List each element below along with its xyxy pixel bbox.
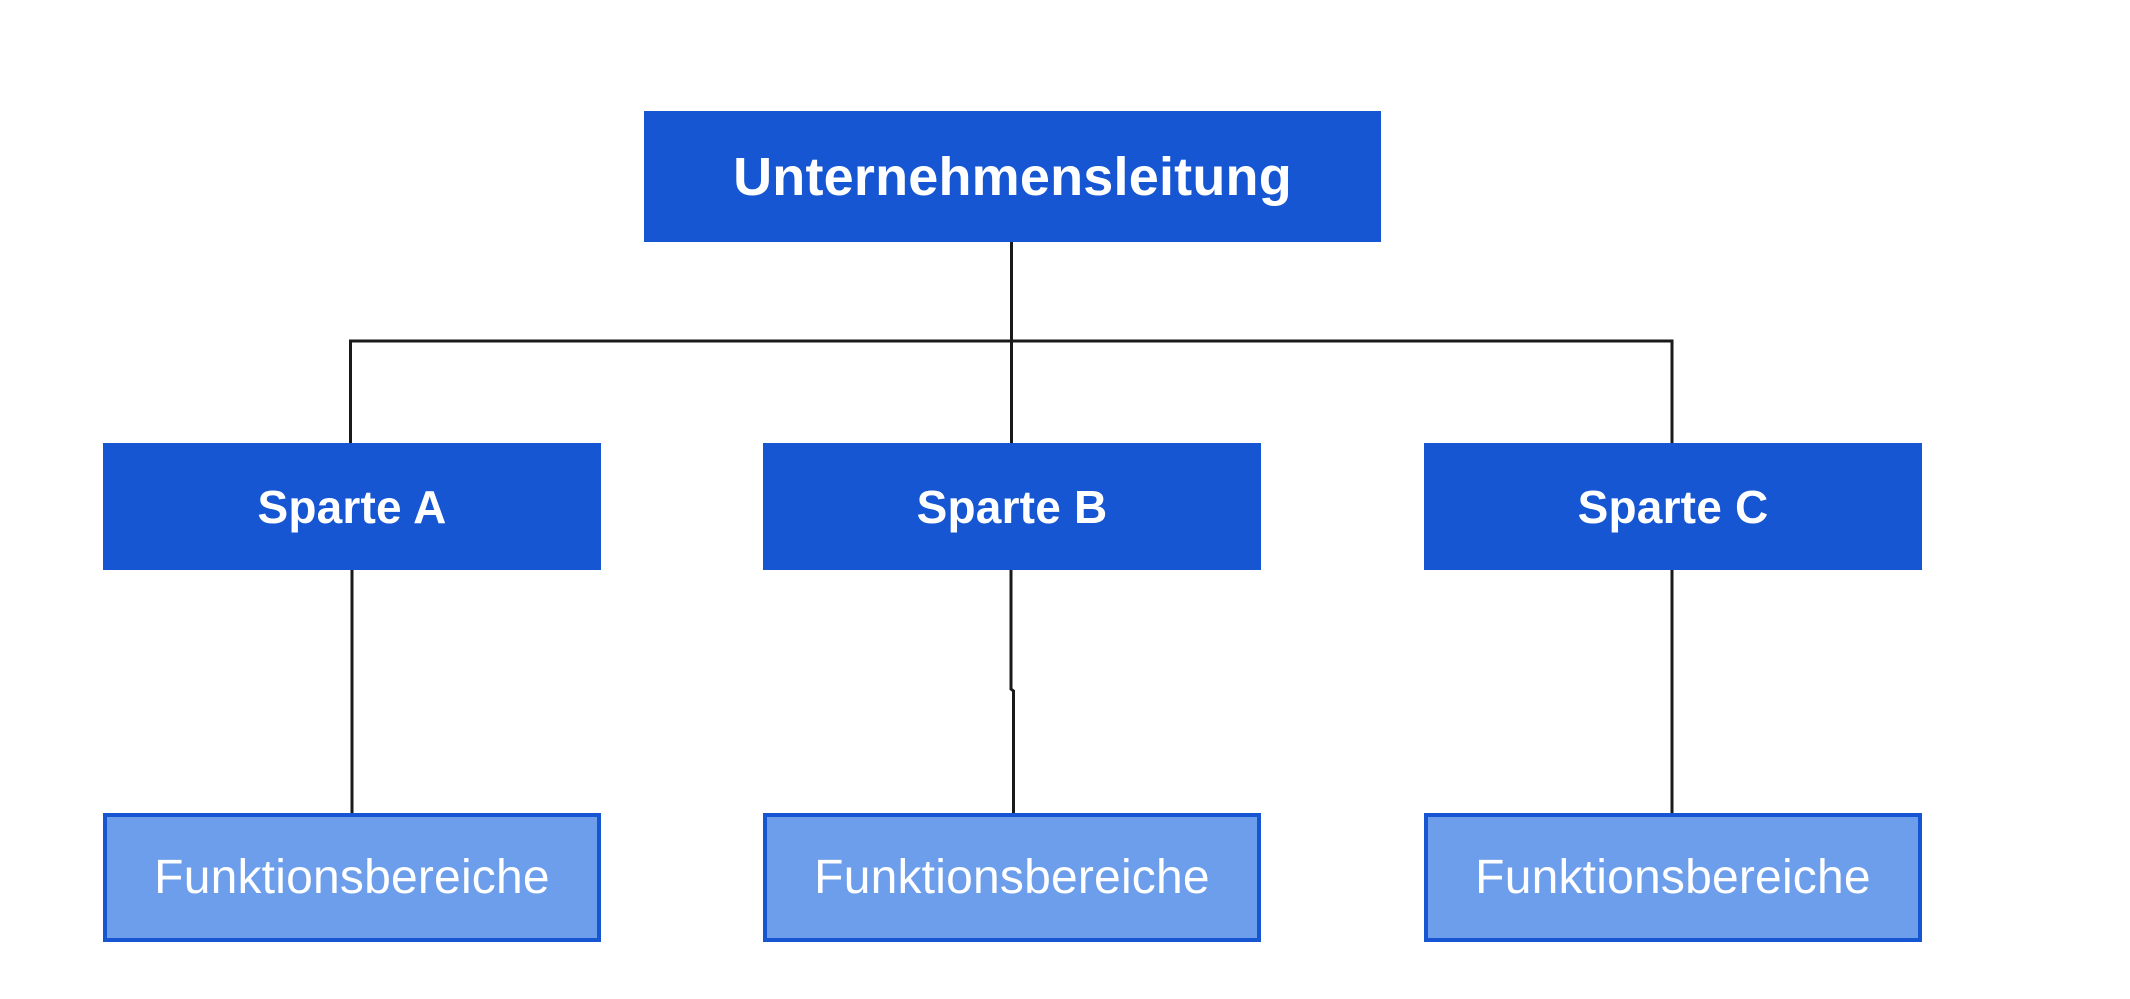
- connector-division-b-to-function: [1009, 570, 1015, 814]
- division-node-sparte-b: Sparte B: [763, 443, 1261, 570]
- function-node-funktionsbereiche-b: Funktionsbereiche: [763, 813, 1261, 942]
- division-node-sparte-c: Sparte C: [1424, 443, 1922, 570]
- function-node-funktionsbereiche-a: Funktionsbereiche: [103, 813, 601, 942]
- function-node-label: Funktionsbereiche: [1475, 851, 1871, 904]
- division-node-label: Sparte C: [1577, 480, 1769, 533]
- root-node-label: Unternehmensleitung: [733, 146, 1292, 207]
- division-node-label: Sparte A: [257, 480, 447, 533]
- root-node-unternehmensleitung: Unternehmensleitung: [644, 111, 1381, 242]
- function-node-label: Funktionsbereiche: [154, 851, 550, 904]
- function-node-label: Funktionsbereiche: [814, 851, 1210, 904]
- division-node-sparte-a: Sparte A: [103, 443, 601, 570]
- function-node-funktionsbereiche-c: Funktionsbereiche: [1424, 813, 1922, 942]
- division-node-label: Sparte B: [916, 480, 1108, 533]
